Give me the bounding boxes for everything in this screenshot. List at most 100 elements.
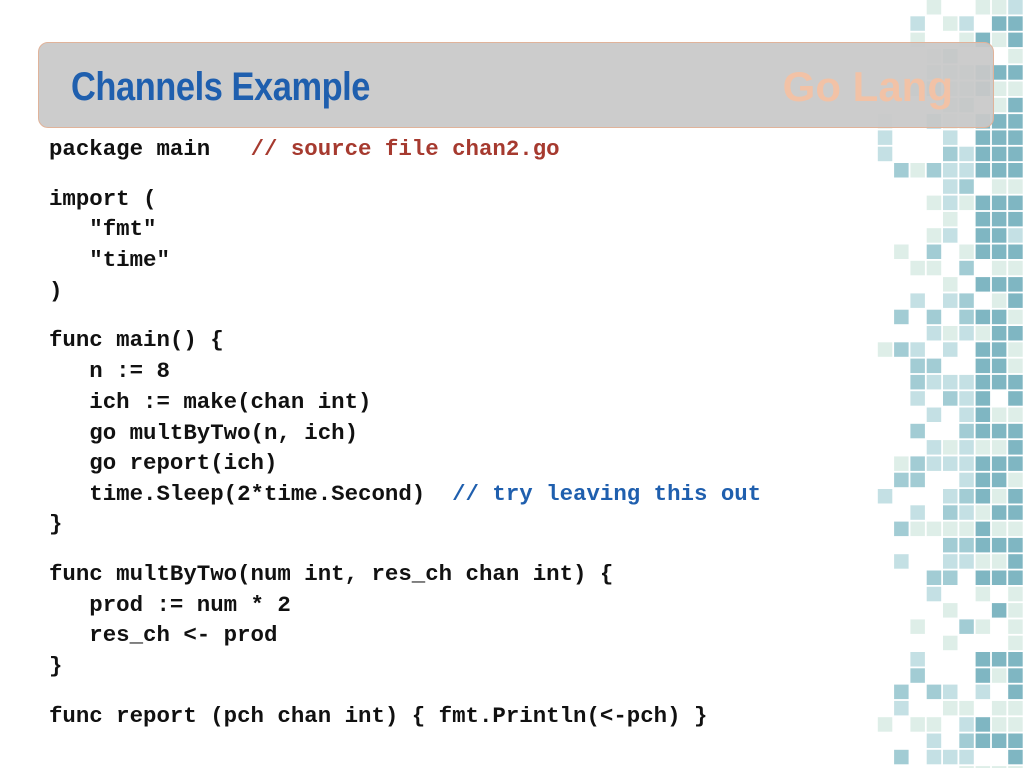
slide-title: Channels Example bbox=[71, 65, 371, 109]
mosaic-tile bbox=[975, 374, 991, 390]
code-line: go report(ich) bbox=[49, 448, 277, 478]
mosaic-tile bbox=[975, 423, 991, 439]
mosaic-tile bbox=[975, 554, 991, 569]
code-text: prod := num * 2 bbox=[49, 592, 291, 618]
mosaic-tile bbox=[1008, 684, 1023, 700]
mosaic-tile bbox=[991, 423, 1007, 439]
code-line: res_ch <- prod bbox=[49, 620, 277, 650]
code-text: go multByTwo(n, ich) bbox=[49, 420, 359, 446]
mosaic-tile bbox=[943, 489, 958, 504]
mosaic-tile bbox=[991, 505, 1007, 520]
mosaic-tile bbox=[975, 717, 991, 732]
mosaic-tile bbox=[975, 586, 991, 602]
code-line: ich := make(chan int) bbox=[49, 387, 371, 417]
mosaic-tile bbox=[991, 489, 1007, 504]
mosaic-tile bbox=[926, 456, 942, 471]
mosaic-tile bbox=[943, 163, 958, 178]
mosaic-tile bbox=[991, 717, 1007, 732]
mosaic-tile bbox=[975, 244, 991, 259]
mosaic-tile bbox=[959, 766, 974, 768]
mosaic-tile bbox=[991, 326, 1007, 341]
mosaic-tile bbox=[943, 195, 958, 211]
mosaic-tile bbox=[943, 749, 958, 765]
code-line: time.Sleep(2*time.Second) // try leaving… bbox=[49, 479, 761, 509]
mosaic-tile bbox=[959, 537, 974, 553]
mosaic-tile bbox=[926, 0, 942, 15]
mosaic-tile bbox=[1008, 179, 1023, 194]
mosaic-tile bbox=[926, 309, 942, 325]
mosaic-tile bbox=[926, 195, 942, 211]
mosaic-tile bbox=[1008, 81, 1023, 96]
mosaic-tile bbox=[991, 228, 1007, 243]
mosaic-tile bbox=[1008, 668, 1023, 683]
mosaic-tile bbox=[991, 163, 1007, 178]
code-text: func report (pch chan int) { fmt.Println… bbox=[49, 703, 708, 729]
mosaic-tile bbox=[926, 684, 942, 700]
mosaic-tile bbox=[991, 652, 1007, 667]
mosaic-tile bbox=[1008, 586, 1023, 602]
mosaic-tile bbox=[991, 244, 1007, 259]
code-line: ) bbox=[49, 276, 62, 306]
mosaic-tile bbox=[975, 211, 991, 227]
mosaic-tile bbox=[991, 32, 1007, 48]
mosaic-tile bbox=[877, 489, 893, 504]
mosaic-tile bbox=[943, 342, 958, 357]
mosaic-tile bbox=[975, 326, 991, 341]
mosaic-tile bbox=[975, 456, 991, 471]
code-line: import ( bbox=[49, 184, 157, 214]
mosaic-tile bbox=[959, 293, 974, 308]
mosaic-tile bbox=[991, 766, 1007, 768]
mosaic-tile bbox=[991, 179, 1007, 194]
code-text: ) bbox=[49, 278, 63, 304]
mosaic-tile bbox=[991, 211, 1007, 227]
mosaic-tile bbox=[1008, 489, 1023, 504]
code-text: n := 8 bbox=[49, 358, 170, 384]
mosaic-tile bbox=[959, 521, 974, 537]
code-line: prod := num * 2 bbox=[49, 590, 291, 620]
mosaic-tile bbox=[1008, 423, 1023, 439]
mosaic-tile bbox=[1008, 195, 1023, 211]
mosaic-tile bbox=[975, 619, 991, 634]
mosaic-tile bbox=[926, 163, 942, 178]
mosaic-tile bbox=[959, 733, 974, 748]
mosaic-tile bbox=[943, 456, 958, 471]
mosaic-tile bbox=[1008, 97, 1023, 113]
mosaic-tile bbox=[991, 570, 1007, 585]
mosaic-tile bbox=[991, 537, 1007, 553]
mosaic-tile bbox=[894, 309, 909, 325]
mosaic-tile bbox=[959, 717, 974, 732]
mosaic-tile bbox=[975, 228, 991, 243]
mosaic-tile bbox=[991, 521, 1007, 537]
code-text: package main bbox=[49, 136, 251, 162]
code-line: func multByTwo(num int, res_ch chan int)… bbox=[49, 559, 613, 589]
mosaic-tile bbox=[1008, 0, 1023, 15]
mosaic-tile bbox=[926, 521, 942, 537]
mosaic-tile bbox=[991, 342, 1007, 357]
mosaic-tile bbox=[943, 374, 958, 390]
code-comment: // source file chan2.go bbox=[250, 136, 560, 162]
code-line: n := 8 bbox=[49, 356, 170, 386]
code-text: import ( bbox=[49, 186, 157, 212]
code-line: go multByTwo(n, ich) bbox=[49, 418, 358, 448]
mosaic-tile bbox=[975, 407, 991, 422]
mosaic-tile bbox=[991, 554, 1007, 569]
mosaic-tile bbox=[959, 554, 974, 569]
mosaic-tile bbox=[991, 260, 1007, 276]
code-line: func report (pch chan int) { fmt.Println… bbox=[49, 701, 707, 731]
mosaic-tile bbox=[943, 440, 958, 455]
mosaic-tile bbox=[991, 733, 1007, 748]
mosaic-tile bbox=[943, 228, 958, 243]
mosaic-tile bbox=[991, 603, 1007, 618]
mosaic-tile bbox=[926, 326, 942, 341]
mosaic-tile bbox=[910, 668, 925, 683]
mosaic-tile bbox=[943, 684, 958, 700]
mosaic-tile bbox=[877, 130, 893, 145]
mosaic-tile bbox=[910, 391, 925, 406]
code-text: res_ch <- prod bbox=[49, 622, 278, 648]
mosaic-tile bbox=[910, 619, 925, 634]
mosaic-tile bbox=[991, 81, 1007, 96]
mosaic-tile bbox=[910, 521, 925, 537]
mosaic-tile bbox=[1008, 733, 1023, 748]
mosaic-tile bbox=[959, 195, 974, 211]
mosaic-tile bbox=[959, 244, 974, 259]
